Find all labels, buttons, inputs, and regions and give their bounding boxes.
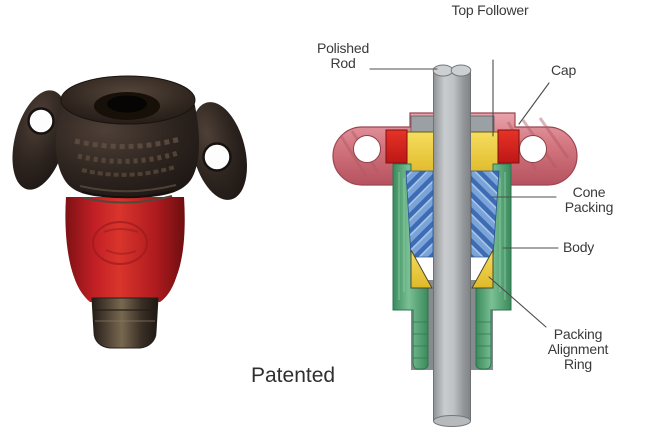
product-photo <box>12 75 247 349</box>
body-thread-lines <box>413 321 491 359</box>
body-label: Body <box>563 239 595 255</box>
leader-packing-ring <box>488 276 547 328</box>
body-watercolor-streaks <box>398 172 506 300</box>
photo-thread-ridges <box>79 184 177 204</box>
photo-red-emboss <box>92 221 148 265</box>
polished-rod-label: Polished Rod <box>316 40 370 71</box>
cap-left-lug-hole <box>353 135 381 163</box>
alignment-ring-left <box>410 249 433 289</box>
polished-rod-shape <box>432 64 472 427</box>
photo-steel-nipple <box>91 297 159 349</box>
photo-left-ear <box>12 90 68 190</box>
top-follower-label: Top Follower <box>451 2 529 18</box>
photo-red-body <box>65 197 185 302</box>
follower-red-left <box>385 129 408 164</box>
follower-red-right <box>497 129 520 164</box>
packing-alignment-ring-label: Packing Alignment Ring <box>547 326 609 372</box>
photo-red-emboss-marks <box>103 228 139 255</box>
cone-packing-left <box>405 170 434 258</box>
alignment-ring-right <box>471 249 494 289</box>
leader-lines <box>369 59 559 328</box>
photo-right-ear <box>191 102 247 200</box>
photo-embossed-text-texture <box>74 136 181 177</box>
photo-cap-hole-inner <box>107 95 147 113</box>
leader-cap <box>518 82 550 125</box>
cutaway-diagram <box>332 59 578 427</box>
patented-label: Patented <box>251 364 336 387</box>
cap-right-lug-hole <box>519 135 547 163</box>
cap-label: Cap <box>551 62 577 78</box>
cone-packing-label: Cone Packing <box>564 184 614 215</box>
